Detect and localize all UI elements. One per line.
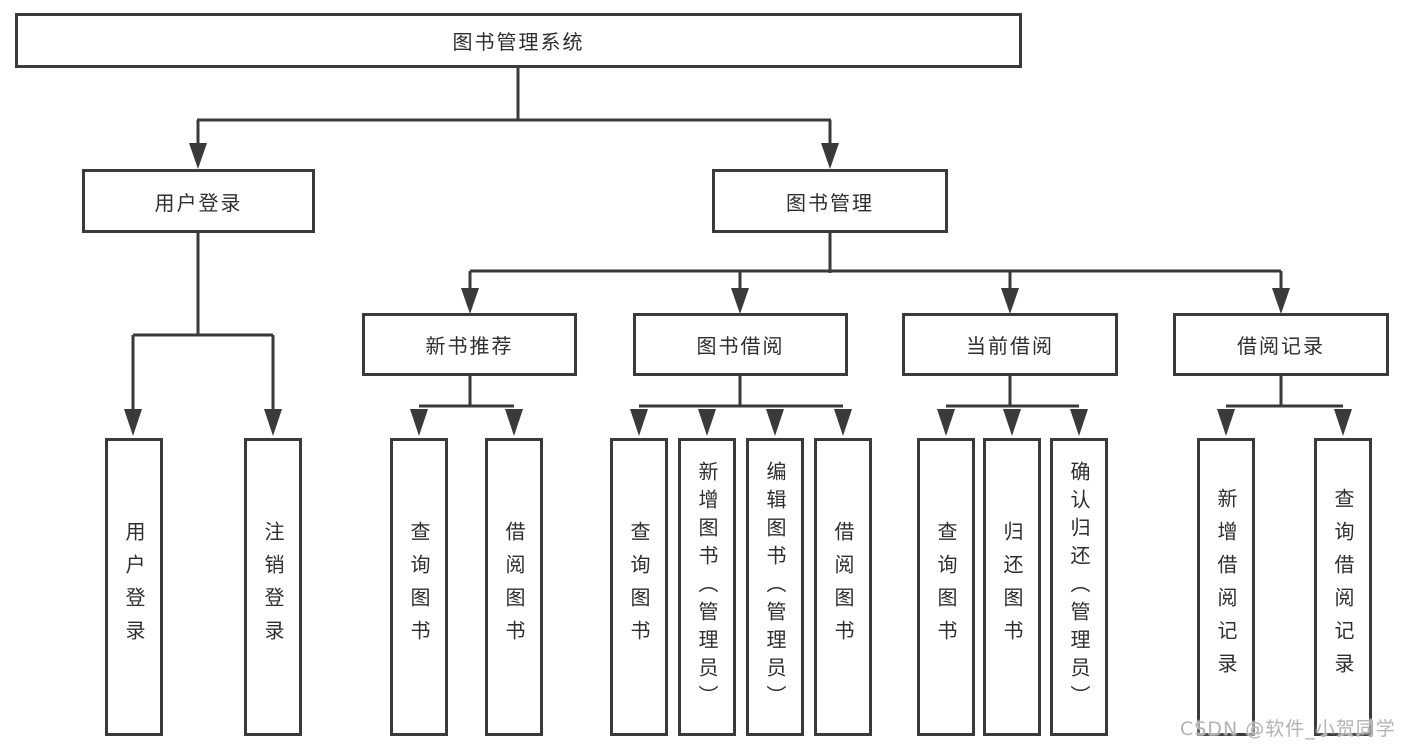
- leaf-recommend-borrow-books: 借阅图书: [485, 438, 543, 736]
- leaf-current-confirm-return-admin: 确认归还（管理员）: [1050, 438, 1108, 736]
- arrowhead-icons: [124, 143, 1352, 436]
- node-current-borrowing: 当前借阅: [902, 313, 1118, 376]
- leaf-logout: 注销登录: [244, 438, 302, 736]
- leaf-current-return-books: 归还图书: [983, 438, 1041, 736]
- leaf-record-query: 查询借阅记录: [1314, 438, 1372, 736]
- node-root: 图书管理系统: [15, 13, 1022, 68]
- leaf-borrowing-query-books: 查询图书: [610, 438, 668, 736]
- leaf-record-add: 新增借阅记录: [1197, 438, 1255, 736]
- node-book-borrowing: 图书借阅: [633, 313, 848, 376]
- node-book-management: 图书管理: [712, 169, 948, 233]
- watermark: CSDN @软件_小贺同学: [1180, 718, 1396, 740]
- node-new-book-recommend: 新书推荐: [362, 313, 577, 376]
- leaf-user-login: 用户登录: [105, 438, 163, 736]
- leaf-recommend-query-books: 查询图书: [390, 438, 448, 736]
- leaf-current-query-books: 查询图书: [917, 438, 975, 736]
- leaf-borrowing-borrow-books: 借阅图书: [814, 438, 872, 736]
- node-borrowing-records: 借阅记录: [1173, 313, 1389, 376]
- node-user-login: 用户登录: [82, 169, 315, 233]
- leaf-borrowing-add-books-admin: 新增图书（管理员）: [678, 438, 736, 736]
- leaf-borrowing-edit-books-admin: 编辑图书（管理员）: [746, 438, 804, 736]
